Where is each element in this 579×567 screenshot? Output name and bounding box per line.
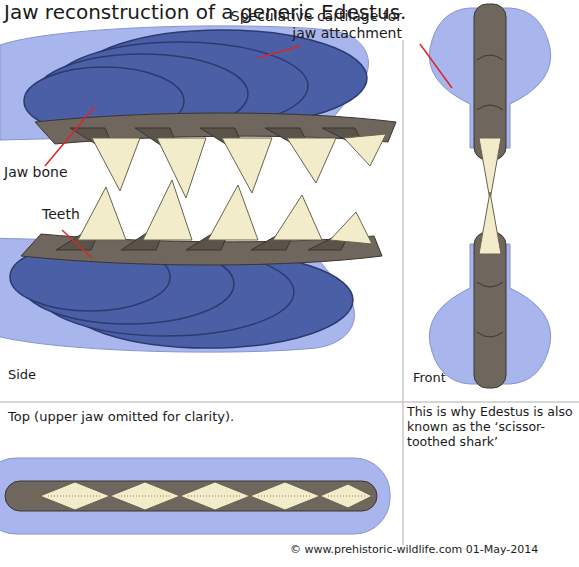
leader-line bbox=[45, 106, 95, 166]
panel-divider bbox=[402, 40, 404, 545]
panel-divider bbox=[0, 401, 579, 403]
top-cartilage bbox=[0, 458, 390, 534]
upper-jaw bbox=[0, 26, 396, 198]
leader-line bbox=[62, 230, 92, 258]
tooth-serration bbox=[48, 496, 366, 497]
part-label: Jaw bone bbox=[4, 164, 124, 181]
lower-jaw bbox=[0, 180, 382, 352]
part-label: Teeth bbox=[42, 206, 142, 223]
view-label: Side bbox=[8, 367, 108, 383]
view-label: Front bbox=[413, 370, 513, 386]
note-text: This is why Edestus is also known as the… bbox=[407, 404, 579, 449]
leader-line bbox=[420, 44, 452, 88]
front-lower-jaw bbox=[429, 192, 550, 388]
part-label: Speculative cartilage for jaw attachment bbox=[216, 8, 402, 42]
top-jaw-bone bbox=[5, 481, 377, 511]
top-tooth bbox=[40, 482, 372, 510]
copyright-text: © www.prehistoric-wildlife.com 01-May-20… bbox=[290, 543, 579, 556]
view-label: Top (upper jaw omitted for clarity). bbox=[8, 409, 398, 425]
front-upper-jaw bbox=[429, 4, 550, 200]
leader-line bbox=[258, 46, 300, 58]
